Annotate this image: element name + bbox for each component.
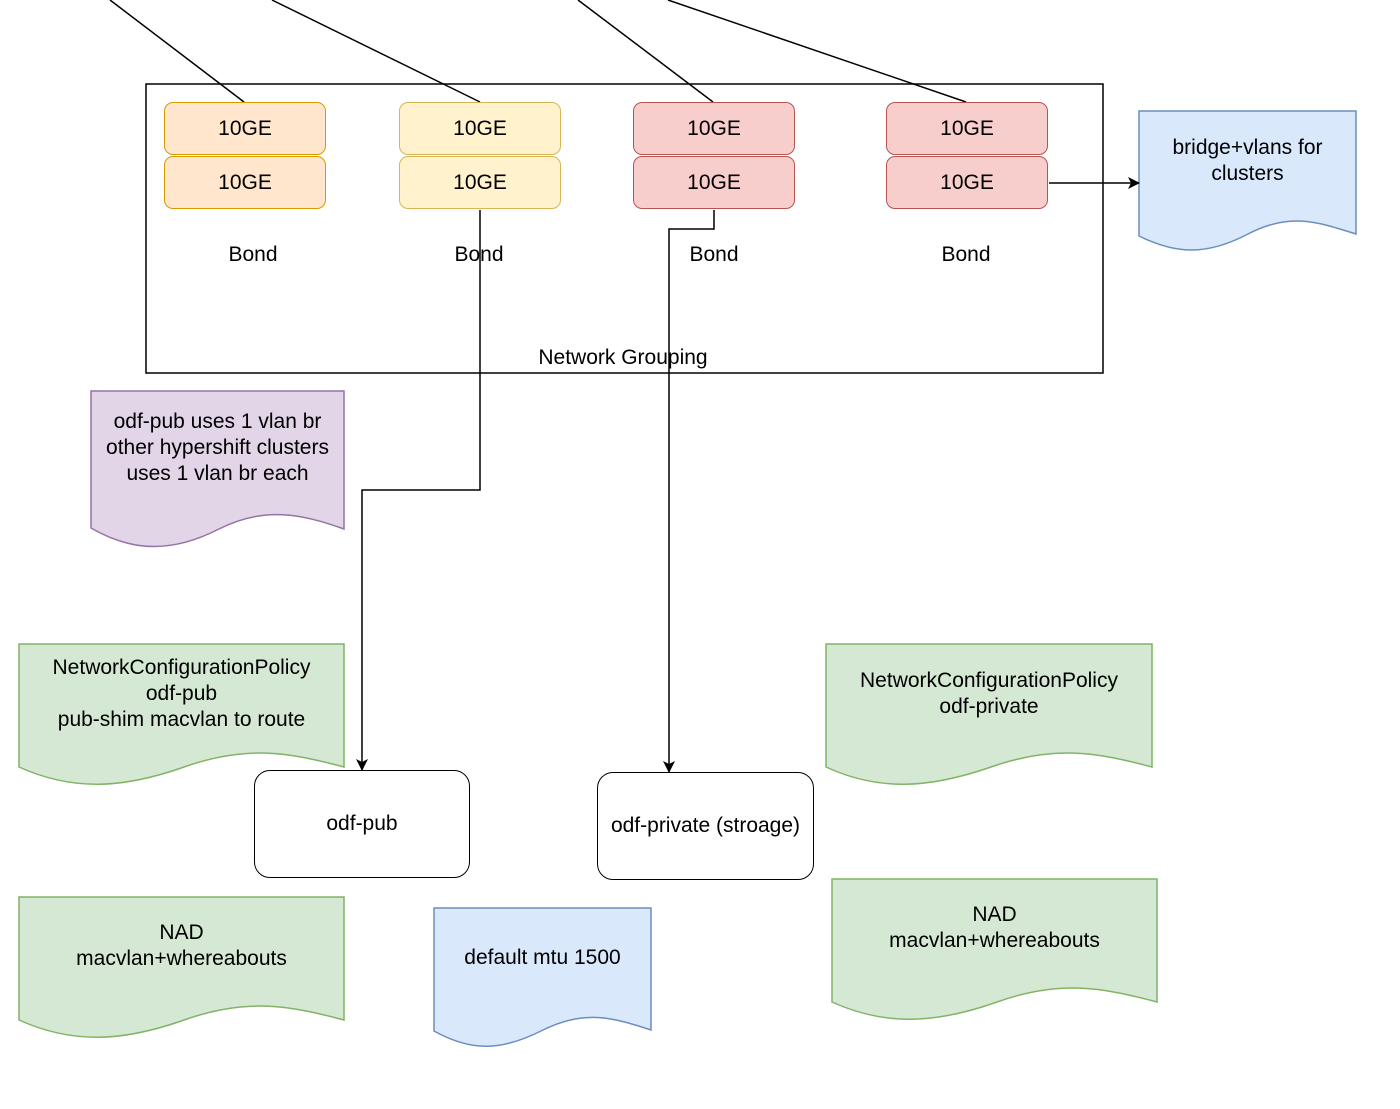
mtu-note-text: default mtu 1500 bbox=[434, 945, 651, 971]
bridge-note-text: bridge+vlans for clusters bbox=[1139, 135, 1356, 187]
nad-pub-note-shape bbox=[18, 896, 345, 1038]
nic-bond4-top: 10GE bbox=[886, 102, 1048, 155]
mtu-note-shape bbox=[433, 907, 652, 1047]
uplink-line-2 bbox=[271, 0, 481, 103]
network-grouping-box bbox=[145, 83, 1104, 374]
vlan-note-line: odf-pub uses 1 vlan br bbox=[113, 410, 322, 433]
vlan-note-line: other hypershift clusters bbox=[106, 436, 329, 459]
bridge-note-shape bbox=[1138, 110, 1357, 251]
nic-bond2-bottom: 10GE bbox=[399, 156, 561, 209]
ncp-pub-note-shape bbox=[18, 643, 345, 785]
odf-pub-node: odf-pub bbox=[254, 770, 470, 878]
odf-private-node: odf-private (stroage) bbox=[597, 772, 814, 880]
ncp-pub-note-line: odf-pub bbox=[145, 682, 218, 705]
nad-private-note-text: NAD macvlan+whereabouts bbox=[832, 902, 1157, 954]
uplink-line-3 bbox=[577, 0, 714, 103]
nic-bond1-top: 10GE bbox=[164, 102, 326, 155]
nic-bond2-top: 10GE bbox=[399, 102, 561, 155]
vlan-note-shape bbox=[90, 390, 345, 548]
uplink-line-1 bbox=[109, 0, 245, 103]
bridge-note-line: clusters bbox=[1211, 162, 1284, 185]
connector-bond3-to-odf-private bbox=[663, 210, 715, 773]
nic-bond3-bottom: 10GE bbox=[633, 156, 795, 209]
nad-pub-note-text: NAD macvlan+whereabouts bbox=[19, 920, 344, 972]
bond2-label: Bond bbox=[454, 243, 504, 266]
nic-bond1-bottom: 10GE bbox=[164, 156, 326, 209]
nic-bond4-bottom: 10GE bbox=[886, 156, 1048, 209]
nad-pub-note-line: NAD bbox=[159, 921, 204, 944]
nic-bond3-top: 10GE bbox=[633, 102, 795, 155]
nad-private-note-line: NAD bbox=[972, 903, 1017, 926]
nad-pub-note-line: macvlan+whereabouts bbox=[76, 947, 287, 970]
bond1-label: Bond bbox=[228, 243, 278, 266]
connector-bond2-to-odf-pub bbox=[356, 210, 481, 771]
network-grouping-label: Network Grouping bbox=[538, 346, 708, 369]
vlan-note-text: odf-pub uses 1 vlan br other hypershift … bbox=[91, 409, 344, 487]
ncp-private-note-shape bbox=[825, 643, 1153, 785]
nad-private-note-line: macvlan+whereabouts bbox=[889, 929, 1100, 952]
ncp-private-note-line: NetworkConfigurationPolicy bbox=[860, 669, 1118, 692]
uplink-line-4 bbox=[667, 0, 967, 103]
ncp-pub-note-line: pub-shim macvlan to route bbox=[57, 708, 306, 731]
ncp-private-note-line: odf-private bbox=[939, 695, 1039, 718]
ncp-pub-note-text: NetworkConfigurationPolicy odf-pub pub-s… bbox=[19, 655, 344, 733]
nad-private-note-shape bbox=[831, 878, 1158, 1020]
ncp-private-note-text: NetworkConfigurationPolicy odf-private bbox=[826, 668, 1152, 720]
ncp-pub-note-line: NetworkConfigurationPolicy bbox=[52, 656, 311, 679]
bond4-label: Bond bbox=[941, 243, 991, 266]
vlan-note-line: uses 1 vlan br each bbox=[126, 462, 309, 485]
bond3-label: Bond bbox=[689, 243, 739, 266]
mtu-note-line: default mtu 1500 bbox=[464, 946, 621, 969]
bridge-note-line: bridge+vlans for bbox=[1172, 136, 1323, 159]
